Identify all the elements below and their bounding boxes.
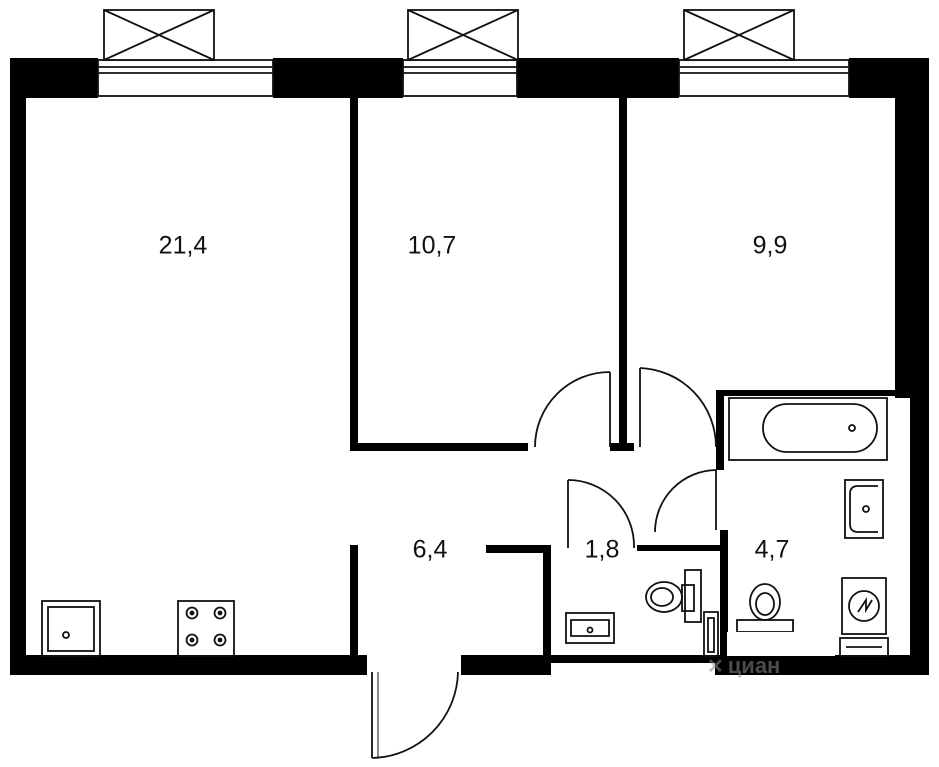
window bbox=[97, 59, 274, 97]
kitchen-sink-bowl bbox=[47, 606, 95, 652]
interior-wall bbox=[619, 96, 627, 450]
windows bbox=[97, 9, 850, 97]
door-swing bbox=[534, 371, 611, 448]
room-area-living-kitchen: 21,4 bbox=[158, 231, 208, 260]
exterior-wall-bottom bbox=[461, 655, 551, 675]
room-area-bedroom-1: 10,7 bbox=[407, 231, 457, 260]
window bbox=[402, 59, 518, 97]
room-area-hallway: 6,4 bbox=[412, 535, 448, 564]
wc-sink bbox=[565, 612, 615, 644]
interior-wall bbox=[350, 443, 528, 451]
room-area-bathroom: 4,7 bbox=[754, 535, 790, 564]
interior-wall bbox=[350, 96, 358, 450]
radiator bbox=[839, 637, 889, 657]
door-swing bbox=[639, 367, 717, 448]
watermark: ✕циан bbox=[707, 653, 780, 679]
interior-wall bbox=[720, 530, 728, 660]
exterior-wall-right bbox=[895, 58, 929, 398]
bathtub-basin bbox=[762, 403, 878, 453]
watermark-text: циан bbox=[727, 653, 781, 678]
watermark-logo-icon: ✕ bbox=[707, 656, 724, 678]
stove-burner bbox=[185, 606, 199, 620]
fixtures bbox=[41, 397, 889, 657]
stove bbox=[177, 600, 235, 657]
walls bbox=[10, 58, 929, 675]
interior-wall bbox=[486, 545, 551, 553]
interior-wall bbox=[543, 545, 551, 657]
toilet-tank bbox=[736, 619, 794, 633]
room-area-toilet: 1,8 bbox=[584, 535, 620, 564]
exterior-wall-bottom bbox=[10, 655, 367, 675]
exterior-wall-top bbox=[517, 58, 679, 98]
interior-wall bbox=[637, 545, 727, 551]
door-swing bbox=[654, 469, 717, 533]
wc-tank bbox=[681, 584, 695, 612]
washing-machine bbox=[841, 577, 887, 635]
room-area-bedroom-2: 9,9 bbox=[752, 231, 788, 260]
window bbox=[678, 59, 850, 97]
washing-machine-drum bbox=[848, 590, 880, 622]
stove-burner bbox=[213, 633, 227, 647]
door-swing bbox=[567, 479, 635, 549]
bathroom-sink-bowl bbox=[849, 485, 878, 533]
exterior-wall-bottom bbox=[548, 655, 718, 663]
wc-installation bbox=[684, 569, 702, 623]
kitchen-sink bbox=[41, 600, 101, 657]
doors bbox=[371, 367, 717, 759]
exterior-wall-right bbox=[910, 380, 929, 675]
interior-wall bbox=[350, 545, 358, 657]
bathroom-sink bbox=[844, 479, 884, 539]
bathtub-drain bbox=[848, 424, 856, 432]
exterior-wall-bottom bbox=[715, 655, 929, 675]
interior-wall bbox=[716, 390, 724, 470]
stove-burner bbox=[185, 633, 199, 647]
sink-drain bbox=[62, 631, 70, 639]
door-swing bbox=[371, 671, 459, 759]
stove-burner bbox=[213, 606, 227, 620]
exterior-wall-left bbox=[10, 58, 26, 675]
interior-wall bbox=[610, 443, 634, 451]
duct bbox=[703, 611, 719, 657]
exterior-wall-top bbox=[273, 58, 403, 98]
bathtub bbox=[728, 397, 888, 461]
interior-wall bbox=[716, 390, 896, 396]
